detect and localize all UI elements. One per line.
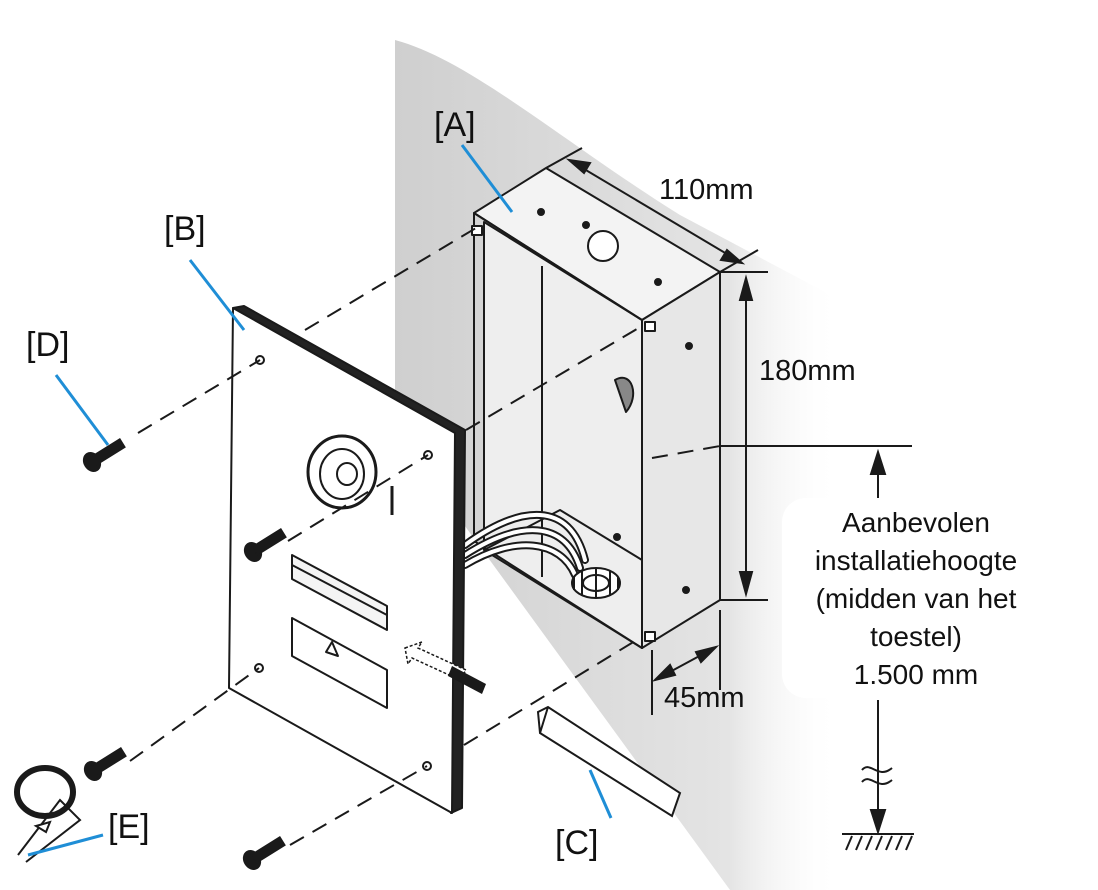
cable-grommet xyxy=(571,567,621,599)
name-strip xyxy=(536,705,682,818)
name-plate xyxy=(291,554,388,631)
bell-icon xyxy=(325,641,339,657)
note-line: Aanbevolen xyxy=(842,507,990,538)
mounting-height-note: Aanbevolen installatiehoogte (midden van… xyxy=(782,498,1050,698)
panel-face xyxy=(228,307,456,814)
hex-key-icon xyxy=(14,765,82,863)
screw-icon xyxy=(243,527,287,562)
note-line: toestel) xyxy=(870,621,962,652)
insert-tab xyxy=(448,666,486,694)
box-front-rim xyxy=(473,212,643,649)
screw-icon xyxy=(82,437,126,472)
height-dimension: 180mm xyxy=(759,355,856,387)
note-line: installatiehoogte xyxy=(814,545,1018,576)
box-cable-hole xyxy=(587,230,619,262)
label-a: [A] xyxy=(434,106,476,144)
label-b: [B] xyxy=(164,210,206,248)
cables-inner xyxy=(463,513,587,577)
depth-dimension: 45mm xyxy=(664,682,745,714)
label-c: [C] xyxy=(555,824,599,862)
mounting-height-value: 1.500 mm xyxy=(853,659,979,690)
front-panel xyxy=(228,305,466,814)
label-d: [D] xyxy=(26,326,70,364)
screw-icon xyxy=(83,746,127,781)
width-dimension: 110mm xyxy=(659,174,754,206)
leader-lines xyxy=(27,144,613,857)
note-line: (midden van het xyxy=(815,583,1017,614)
call-button xyxy=(291,617,388,709)
alignment-lines xyxy=(129,227,721,846)
label-e: [E] xyxy=(108,808,150,846)
dimension-lines xyxy=(545,147,914,851)
screw-icon xyxy=(242,835,286,870)
screws xyxy=(82,437,287,870)
